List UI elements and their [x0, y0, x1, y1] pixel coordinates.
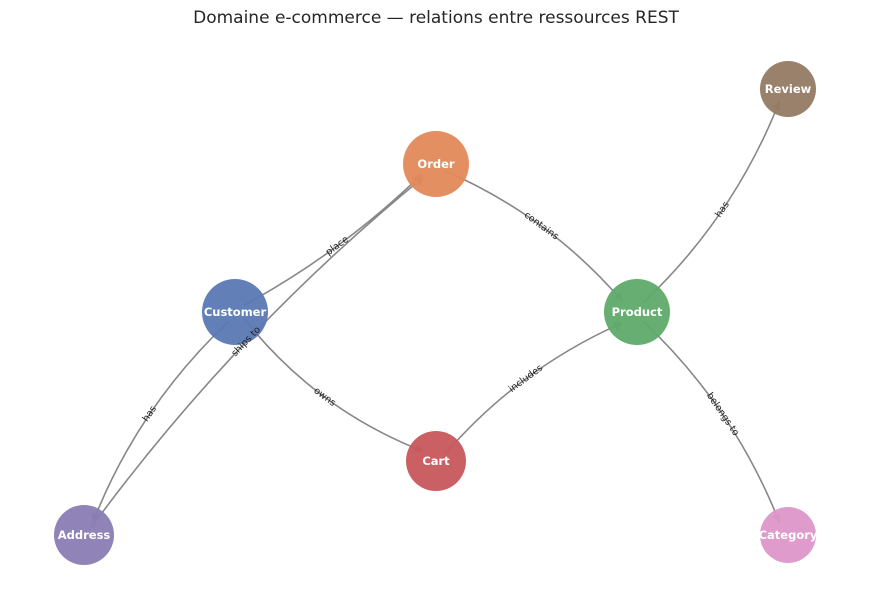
edge-address-order: [90, 176, 425, 528]
node-category[interactable]: Category: [759, 507, 818, 563]
node-label-review: Review: [765, 82, 812, 96]
node-product[interactable]: Product: [604, 279, 670, 345]
edge-label-customer-cart: owns: [311, 385, 337, 408]
node-label-customer: Customer: [204, 305, 267, 319]
node-review[interactable]: Review: [760, 61, 816, 117]
node-address[interactable]: Address: [54, 505, 114, 565]
edge-label-product-category: belongs to: [704, 391, 741, 439]
edge-customer-address: [92, 320, 230, 523]
edge-cart-product: [443, 321, 624, 456]
edge-label-customer-order: place: [324, 234, 351, 258]
node-order[interactable]: Order: [403, 131, 469, 197]
edge-customer-cart: [243, 318, 424, 453]
edge-product-category: [642, 320, 781, 524]
node-circle-product[interactable]: [604, 279, 670, 345]
node-circle-category[interactable]: [760, 507, 816, 563]
node-circle-cart[interactable]: [406, 431, 466, 491]
diagram-title: Domaine e-commerce — relations entre res…: [193, 8, 679, 28]
node-circle-order[interactable]: [403, 131, 469, 197]
edge-label-customer-address: has: [140, 404, 159, 424]
edge-product-review: [642, 100, 781, 304]
edge-label-cart-product: includes: [507, 363, 545, 395]
node-label-order: Order: [417, 157, 454, 171]
node-circle-review[interactable]: [760, 61, 816, 117]
node-cart[interactable]: Cart: [406, 431, 466, 491]
node-label-cart: Cart: [422, 454, 450, 468]
edge-label-product-review: has: [713, 200, 732, 220]
node-label-address: Address: [58, 528, 111, 542]
node-customer[interactable]: Customer: [202, 279, 268, 345]
node-label-category: Category: [759, 528, 818, 542]
edge-label-order-product: contains: [522, 210, 561, 243]
node-circle-customer[interactable]: [202, 279, 268, 345]
node-circle-address[interactable]: [54, 505, 114, 565]
edge-order-product: [444, 170, 623, 302]
node-label-product: Product: [612, 305, 663, 319]
edge-customer-order: [243, 174, 423, 306]
